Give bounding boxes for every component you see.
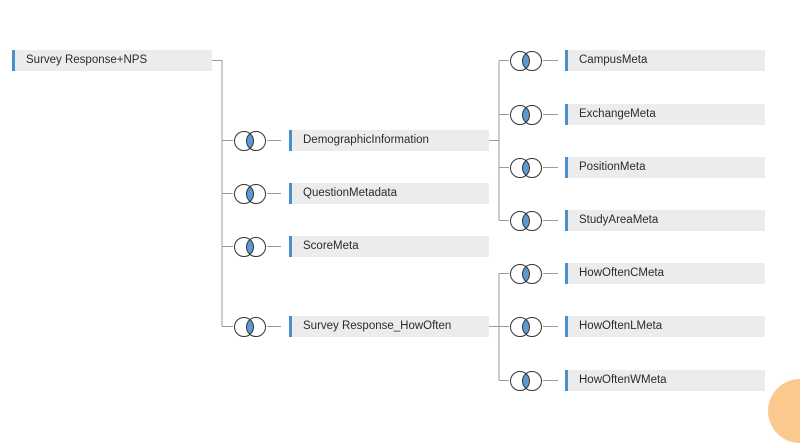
table-label: ExchangeMeta xyxy=(579,108,656,120)
relationship-canvas: Survey Response+NPS DemographicInformati… xyxy=(12,50,800,443)
inner-join-icon[interactable] xyxy=(509,263,543,285)
table-position-meta[interactable]: PositionMeta xyxy=(565,157,765,178)
table-survey-response-howoften[interactable]: Survey Response_HowOften xyxy=(289,316,489,337)
table-accent-bar xyxy=(289,130,292,151)
table-accent-bar xyxy=(289,236,292,257)
table-label: ScoreMeta xyxy=(303,240,359,252)
table-accent-bar xyxy=(565,50,568,71)
inner-join-icon[interactable] xyxy=(509,104,543,126)
table-demographic-information[interactable]: DemographicInformation xyxy=(289,130,489,151)
table-accent-bar xyxy=(565,157,568,178)
table-exchange-meta[interactable]: ExchangeMeta xyxy=(565,104,765,125)
inner-join-icon[interactable] xyxy=(509,210,543,232)
table-howoften-w-meta[interactable]: HowOftenWMeta xyxy=(565,370,765,391)
table-label: Survey Response+NPS xyxy=(26,54,148,66)
table-label: DemographicInformation xyxy=(303,134,429,146)
table-label: HowOftenCMeta xyxy=(579,267,665,279)
table-label: HowOftenWMeta xyxy=(579,374,667,386)
table-accent-bar xyxy=(565,104,568,125)
table-howoften-l-meta[interactable]: HowOftenLMeta xyxy=(565,316,765,337)
inner-join-icon[interactable] xyxy=(233,130,267,152)
table-label: PositionMeta xyxy=(579,161,646,173)
table-accent-bar xyxy=(289,316,292,337)
table-label: QuestionMetadata xyxy=(303,187,397,199)
table-label: CampusMeta xyxy=(579,54,648,66)
table-label: StudyAreaMeta xyxy=(579,214,659,226)
table-label: Survey Response_HowOften xyxy=(303,320,452,332)
table-study-area-meta[interactable]: StudyAreaMeta xyxy=(565,210,765,231)
table-howoften-c-meta[interactable]: HowOftenCMeta xyxy=(565,263,765,284)
table-accent-bar xyxy=(565,370,568,391)
table-question-metadata[interactable]: QuestionMetadata xyxy=(289,183,489,204)
inner-join-icon[interactable] xyxy=(509,157,543,179)
table-score-meta[interactable]: ScoreMeta xyxy=(289,236,489,257)
connector-lines xyxy=(212,60,558,381)
inner-join-icon[interactable] xyxy=(509,316,543,338)
inner-join-icon[interactable] xyxy=(509,50,543,72)
table-accent-bar xyxy=(12,50,15,71)
inner-join-icon[interactable] xyxy=(233,236,267,258)
table-accent-bar xyxy=(565,210,568,231)
inner-join-icon[interactable] xyxy=(233,316,267,338)
table-accent-bar xyxy=(565,263,568,284)
inner-join-icon[interactable] xyxy=(233,183,267,205)
inner-join-icon[interactable] xyxy=(509,370,543,392)
table-accent-bar xyxy=(565,316,568,337)
table-label: HowOftenLMeta xyxy=(579,320,663,332)
table-accent-bar xyxy=(289,183,292,204)
table-survey-response-nps[interactable]: Survey Response+NPS xyxy=(12,50,212,71)
table-campus-meta[interactable]: CampusMeta xyxy=(565,50,765,71)
